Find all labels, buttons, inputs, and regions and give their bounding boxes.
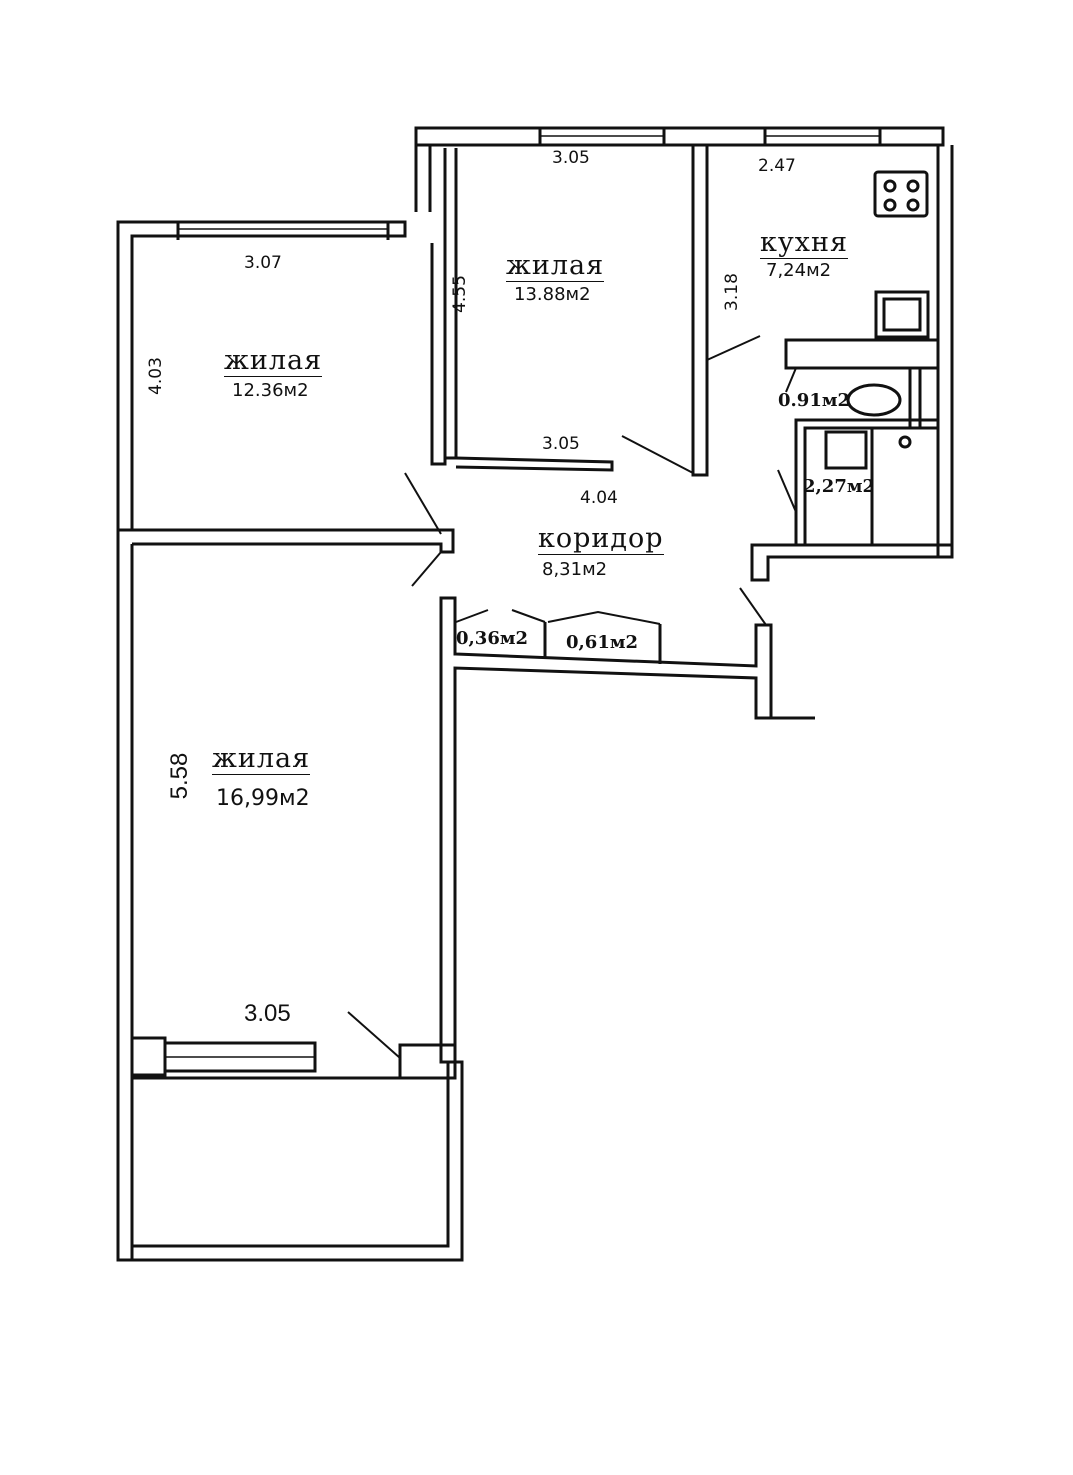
wall-room2-bottom	[455, 456, 614, 472]
wall-room2-right	[691, 145, 709, 477]
room3-area: 16,99м2	[216, 786, 310, 811]
room2-width-top: 3.05	[552, 148, 590, 168]
wall-bath-bottom	[750, 543, 954, 582]
door-kitchen	[706, 335, 761, 361]
closet2-area: 0,61м2	[566, 632, 638, 653]
wall-room3-left	[116, 530, 134, 1262]
corridor-area: 8,31м2	[542, 559, 608, 580]
bathroom-area: 2,27м2	[803, 476, 875, 497]
door-balcony	[347, 1011, 401, 1059]
room2-height: 4.55	[450, 275, 470, 313]
kitchen-area: 7,24м2	[766, 260, 832, 281]
toilet-bowl	[846, 383, 902, 417]
door-toilet	[785, 367, 797, 393]
wall-room3-door	[398, 1043, 457, 1080]
corridor-width: 4.04	[580, 488, 618, 508]
room3-name: жилая	[212, 743, 311, 775]
window-room3	[163, 1041, 317, 1073]
window-kitchen	[763, 128, 882, 145]
kitchen-name: кухня	[760, 227, 849, 259]
kitchen-height: 3.18	[722, 273, 742, 311]
wall-bath-top	[784, 338, 940, 370]
closet1-area: 0,36м2	[456, 628, 528, 649]
room2-name: жилая	[506, 250, 605, 282]
room1-width: 3.07	[244, 253, 282, 273]
wall-closets	[439, 596, 773, 1064]
wall-room1-room3	[132, 528, 455, 554]
door-closet1	[455, 609, 546, 623]
room1-name: жилая	[224, 345, 323, 377]
window-room2	[538, 128, 666, 145]
door-room3-top	[411, 551, 442, 587]
door-entrance	[739, 587, 767, 626]
bath-sink	[824, 430, 868, 470]
wall-room3-bottom	[132, 1036, 167, 1077]
kitchen-width: 2.47	[758, 156, 796, 176]
window-room1	[176, 222, 390, 240]
wall-room2-left	[443, 148, 458, 460]
corridor-name: коридор	[538, 523, 664, 555]
wall-kitchen-right	[936, 145, 954, 559]
room2-width-bottom: 3.05	[542, 434, 580, 454]
balcony	[116, 1060, 464, 1262]
toilet-area: 0.91м2	[778, 390, 850, 411]
wall-room1-right	[430, 243, 447, 466]
door-room1	[404, 472, 442, 535]
kitchen-sink	[874, 290, 930, 339]
stove	[873, 170, 929, 218]
door-bath	[777, 469, 797, 513]
door-room2	[621, 435, 694, 474]
room1-height: 4.03	[146, 357, 166, 395]
room1-area: 12.36м2	[232, 380, 309, 401]
door-closet2	[547, 610, 661, 625]
room3-width: 3.05	[244, 1000, 291, 1027]
room3-height: 5.58	[166, 752, 193, 800]
room2-area: 13.88м2	[514, 284, 591, 305]
